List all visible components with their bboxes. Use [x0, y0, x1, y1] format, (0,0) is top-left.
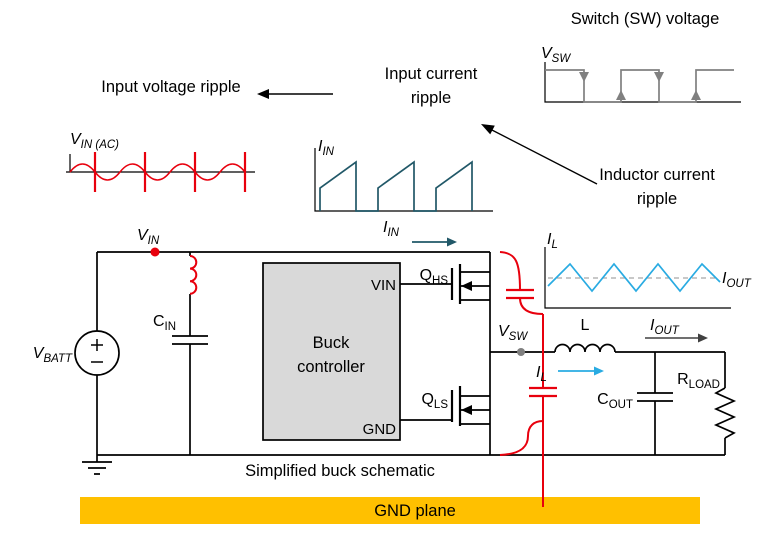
iout-schematic-label: IOUT	[650, 317, 680, 337]
inductor-current-waveform	[547, 262, 721, 293]
sw-voltage-waveform	[545, 69, 734, 103]
circuit-wires	[82, 251, 737, 475]
buck-controller-box	[262, 262, 401, 441]
qls-label: QLS	[421, 391, 448, 411]
battery-source-symbol	[74, 330, 120, 376]
iout-arrow-head-icon	[698, 333, 708, 343]
vbatt-label: VBATT	[33, 345, 73, 365]
inductor-label: L	[581, 317, 590, 334]
controller-label-line1: Buck	[313, 334, 350, 352]
ripple-spikes	[93, 152, 247, 192]
cout-label: COUT	[597, 391, 633, 411]
parasitic-cap-bottom	[529, 386, 557, 398]
gnd-plane-bar	[80, 497, 700, 524]
iin-arrow-head-icon	[447, 237, 457, 247]
arrow-inductor-to-sw	[489, 128, 598, 185]
controller-label-line2: controller	[297, 358, 365, 376]
cin-label: CIN	[153, 313, 176, 333]
il-plot-label: IL	[547, 231, 558, 251]
input-current-waveform	[319, 160, 473, 212]
qhs-label: QHS	[420, 267, 449, 287]
mosfet-arrow-icon	[461, 281, 472, 291]
vsw-node-label: VSW	[498, 323, 528, 343]
edge-arrow-up-icon	[691, 90, 701, 100]
input-current-ripple-label-line1: Input current	[385, 65, 478, 83]
arrow-head-upleft-icon	[481, 124, 495, 135]
sawtooth-path	[319, 160, 473, 212]
iin-schematic-label: IIN	[383, 219, 400, 239]
controller-pin-gnd: GND	[363, 421, 397, 438]
sw-voltage-edge-arrows	[579, 72, 701, 100]
vin-ac-plot-label: VIN (AC)	[70, 131, 119, 151]
mosfet-arrow-icon	[461, 405, 472, 415]
input-voltage-ripple-label: Input voltage ripple	[101, 78, 240, 96]
iout-plot-label: IOUT	[722, 270, 752, 290]
iout-arrow	[645, 333, 708, 343]
controller-pin-vin: VIN	[371, 277, 396, 294]
ripple-sine-path	[69, 163, 246, 181]
parasitic-cap-top	[506, 288, 534, 300]
parasitic-link	[519, 297, 544, 315]
parasitic-hook-bottom	[499, 420, 544, 456]
vin-node-label: VIN	[137, 227, 160, 247]
il-arrow	[558, 366, 604, 376]
parasitic-hook-top	[499, 251, 521, 291]
inductor-current-ripple-label-line2: ripple	[637, 190, 677, 208]
il-arrow-head-icon	[594, 366, 604, 376]
inductor-current-ripple-label-line1: Inductor current	[599, 166, 715, 184]
plot-axes	[66, 62, 741, 309]
arrow-head-left-icon	[257, 89, 269, 99]
gnd-plane-label: GND plane	[374, 502, 456, 520]
iin-plot-label: IIN	[318, 138, 335, 158]
vin-node-dot	[150, 247, 160, 257]
triangle-wave-path	[547, 262, 721, 293]
input-current-ripple-label-line2: ripple	[411, 89, 451, 107]
edge-arrow-up-icon	[616, 90, 626, 100]
vsw-node-dot	[517, 348, 525, 356]
il-schematic-label: IL	[536, 364, 547, 384]
mosfet-gate-bars	[450, 264, 462, 426]
switch-voltage-title: Switch (SW) voltage	[571, 10, 720, 28]
input-parasitic-inductor	[189, 255, 198, 295]
battery-polarity-marks	[91, 339, 103, 363]
vsw-plot-label: VSW	[541, 45, 571, 65]
edge-arrow-down-icon	[654, 72, 664, 82]
input-voltage-ripple-waveform	[69, 152, 247, 192]
schematic-caption: Simplified buck schematic	[245, 462, 435, 480]
square-wave-path	[545, 69, 734, 103]
iin-arrow	[412, 237, 457, 247]
edge-arrow-down-icon	[579, 72, 589, 82]
rload-label: RLOAD	[677, 371, 720, 391]
hot-loop-red-group	[150, 247, 557, 507]
